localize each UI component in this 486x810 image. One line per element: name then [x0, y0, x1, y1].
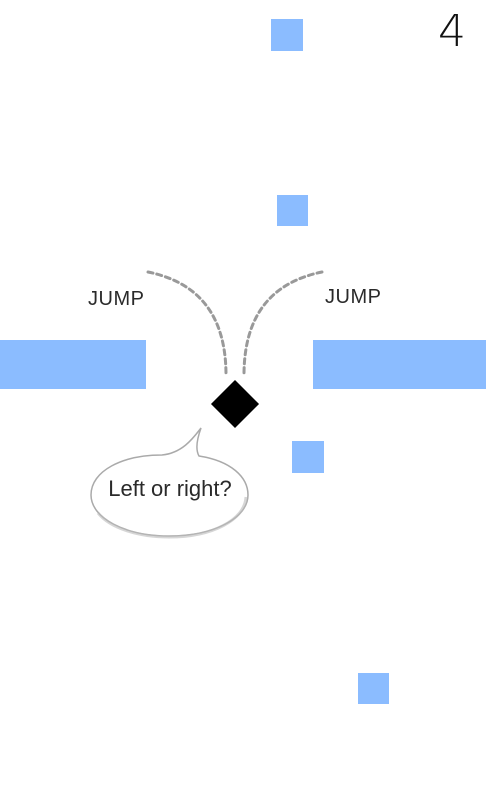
jump-right-label[interactable]: JUMP: [325, 286, 382, 308]
falling-block: [292, 441, 324, 473]
falling-block: [277, 195, 308, 226]
left-jump-arc: [146, 270, 228, 377]
jump-left-label[interactable]: JUMP: [88, 288, 145, 310]
speech-bubble-shadow: [96, 496, 248, 539]
falling-block: [358, 673, 389, 704]
hint-text: Left or right?: [108, 476, 232, 501]
speech-bubble: [90, 427, 249, 539]
score-counter: 4: [438, 6, 466, 57]
falling-block: [271, 19, 303, 51]
left-wall-bar: [0, 340, 146, 389]
right-jump-arc: [242, 270, 324, 377]
right-wall-bar: [313, 340, 486, 389]
